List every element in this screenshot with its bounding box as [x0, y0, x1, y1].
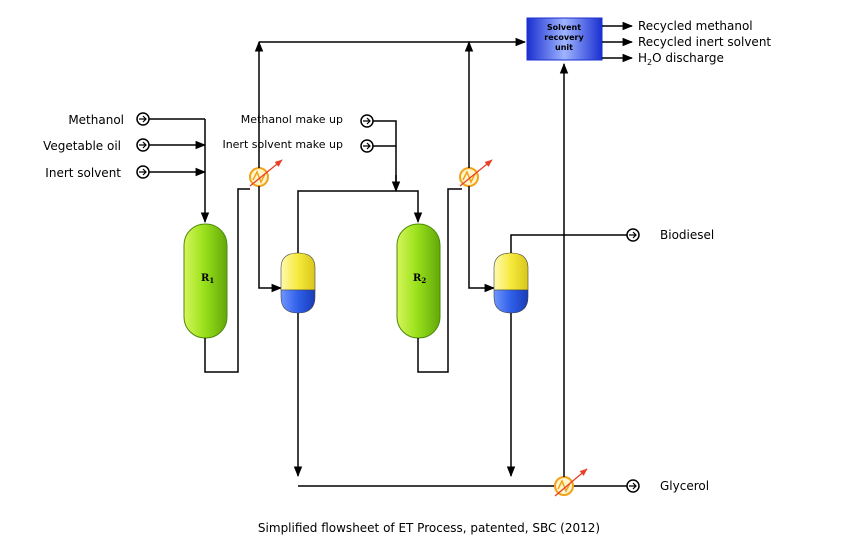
separator-1: [280, 252, 316, 314]
makeup-lines: [373, 120, 397, 190]
solvent-recovery-unit: Solvent recovery unit: [526, 17, 603, 61]
r2-outlet-line: [417, 188, 462, 373]
heat-exchanger-2-icon: [459, 159, 493, 187]
stream-nozzle-icon: [626, 228, 640, 242]
output-label-recycled-methanol: Recycled methanol: [638, 19, 753, 33]
biodiesel-line: [510, 234, 627, 253]
stream-nozzle-icon: [360, 139, 374, 153]
input-label-methanol: Methanol: [68, 113, 124, 127]
reactor-r1: R1: [183, 223, 228, 339]
stream-nozzle-icon: [136, 165, 150, 179]
reactor-r1-label: R1: [201, 273, 214, 285]
stream-nozzle-icon: [136, 138, 150, 152]
output-label-h2o-discharge: H2O discharge: [638, 51, 724, 67]
input-label-methanol-makeup: Methanol make up: [241, 113, 343, 126]
input-label-inert-solvent: Inert solvent: [45, 166, 121, 180]
recovery-unit-line2: recovery: [544, 33, 584, 42]
sep1-top-line: [297, 190, 423, 253]
hx2-to-sep2-line: [468, 186, 496, 293]
separator-2: [493, 252, 529, 314]
recovery-unit-line3: unit: [555, 43, 573, 52]
reactor-r2-label: R2: [413, 273, 426, 285]
hx1-to-sep1-line: [258, 186, 283, 293]
recovery-unit-line1: Solvent: [547, 23, 581, 32]
feed-lines-r1: [149, 118, 210, 224]
input-label-inert-solvent-makeup: Inert solvent make up: [222, 138, 343, 151]
stream-nozzle-icon: [360, 114, 374, 128]
output-label-recycled-inert-solvent: Recycled inert solvent: [638, 35, 771, 49]
figure-caption: Simplified flowsheet of ET Process, pate…: [258, 521, 600, 535]
heat-exchanger-3-icon: [554, 468, 588, 497]
input-label-vegetable-oil: Vegetable oil: [43, 139, 121, 153]
r1-outlet-line: [204, 188, 250, 373]
stream-nozzle-icon: [136, 112, 150, 126]
heat-exchanger-1-icon: [249, 159, 283, 187]
output-label-glycerol: Glycerol: [660, 479, 709, 493]
stream-nozzle-icon: [626, 479, 640, 493]
output-label-biodiesel: Biodiesel: [660, 228, 714, 242]
reactor-r2: R2: [396, 223, 441, 339]
